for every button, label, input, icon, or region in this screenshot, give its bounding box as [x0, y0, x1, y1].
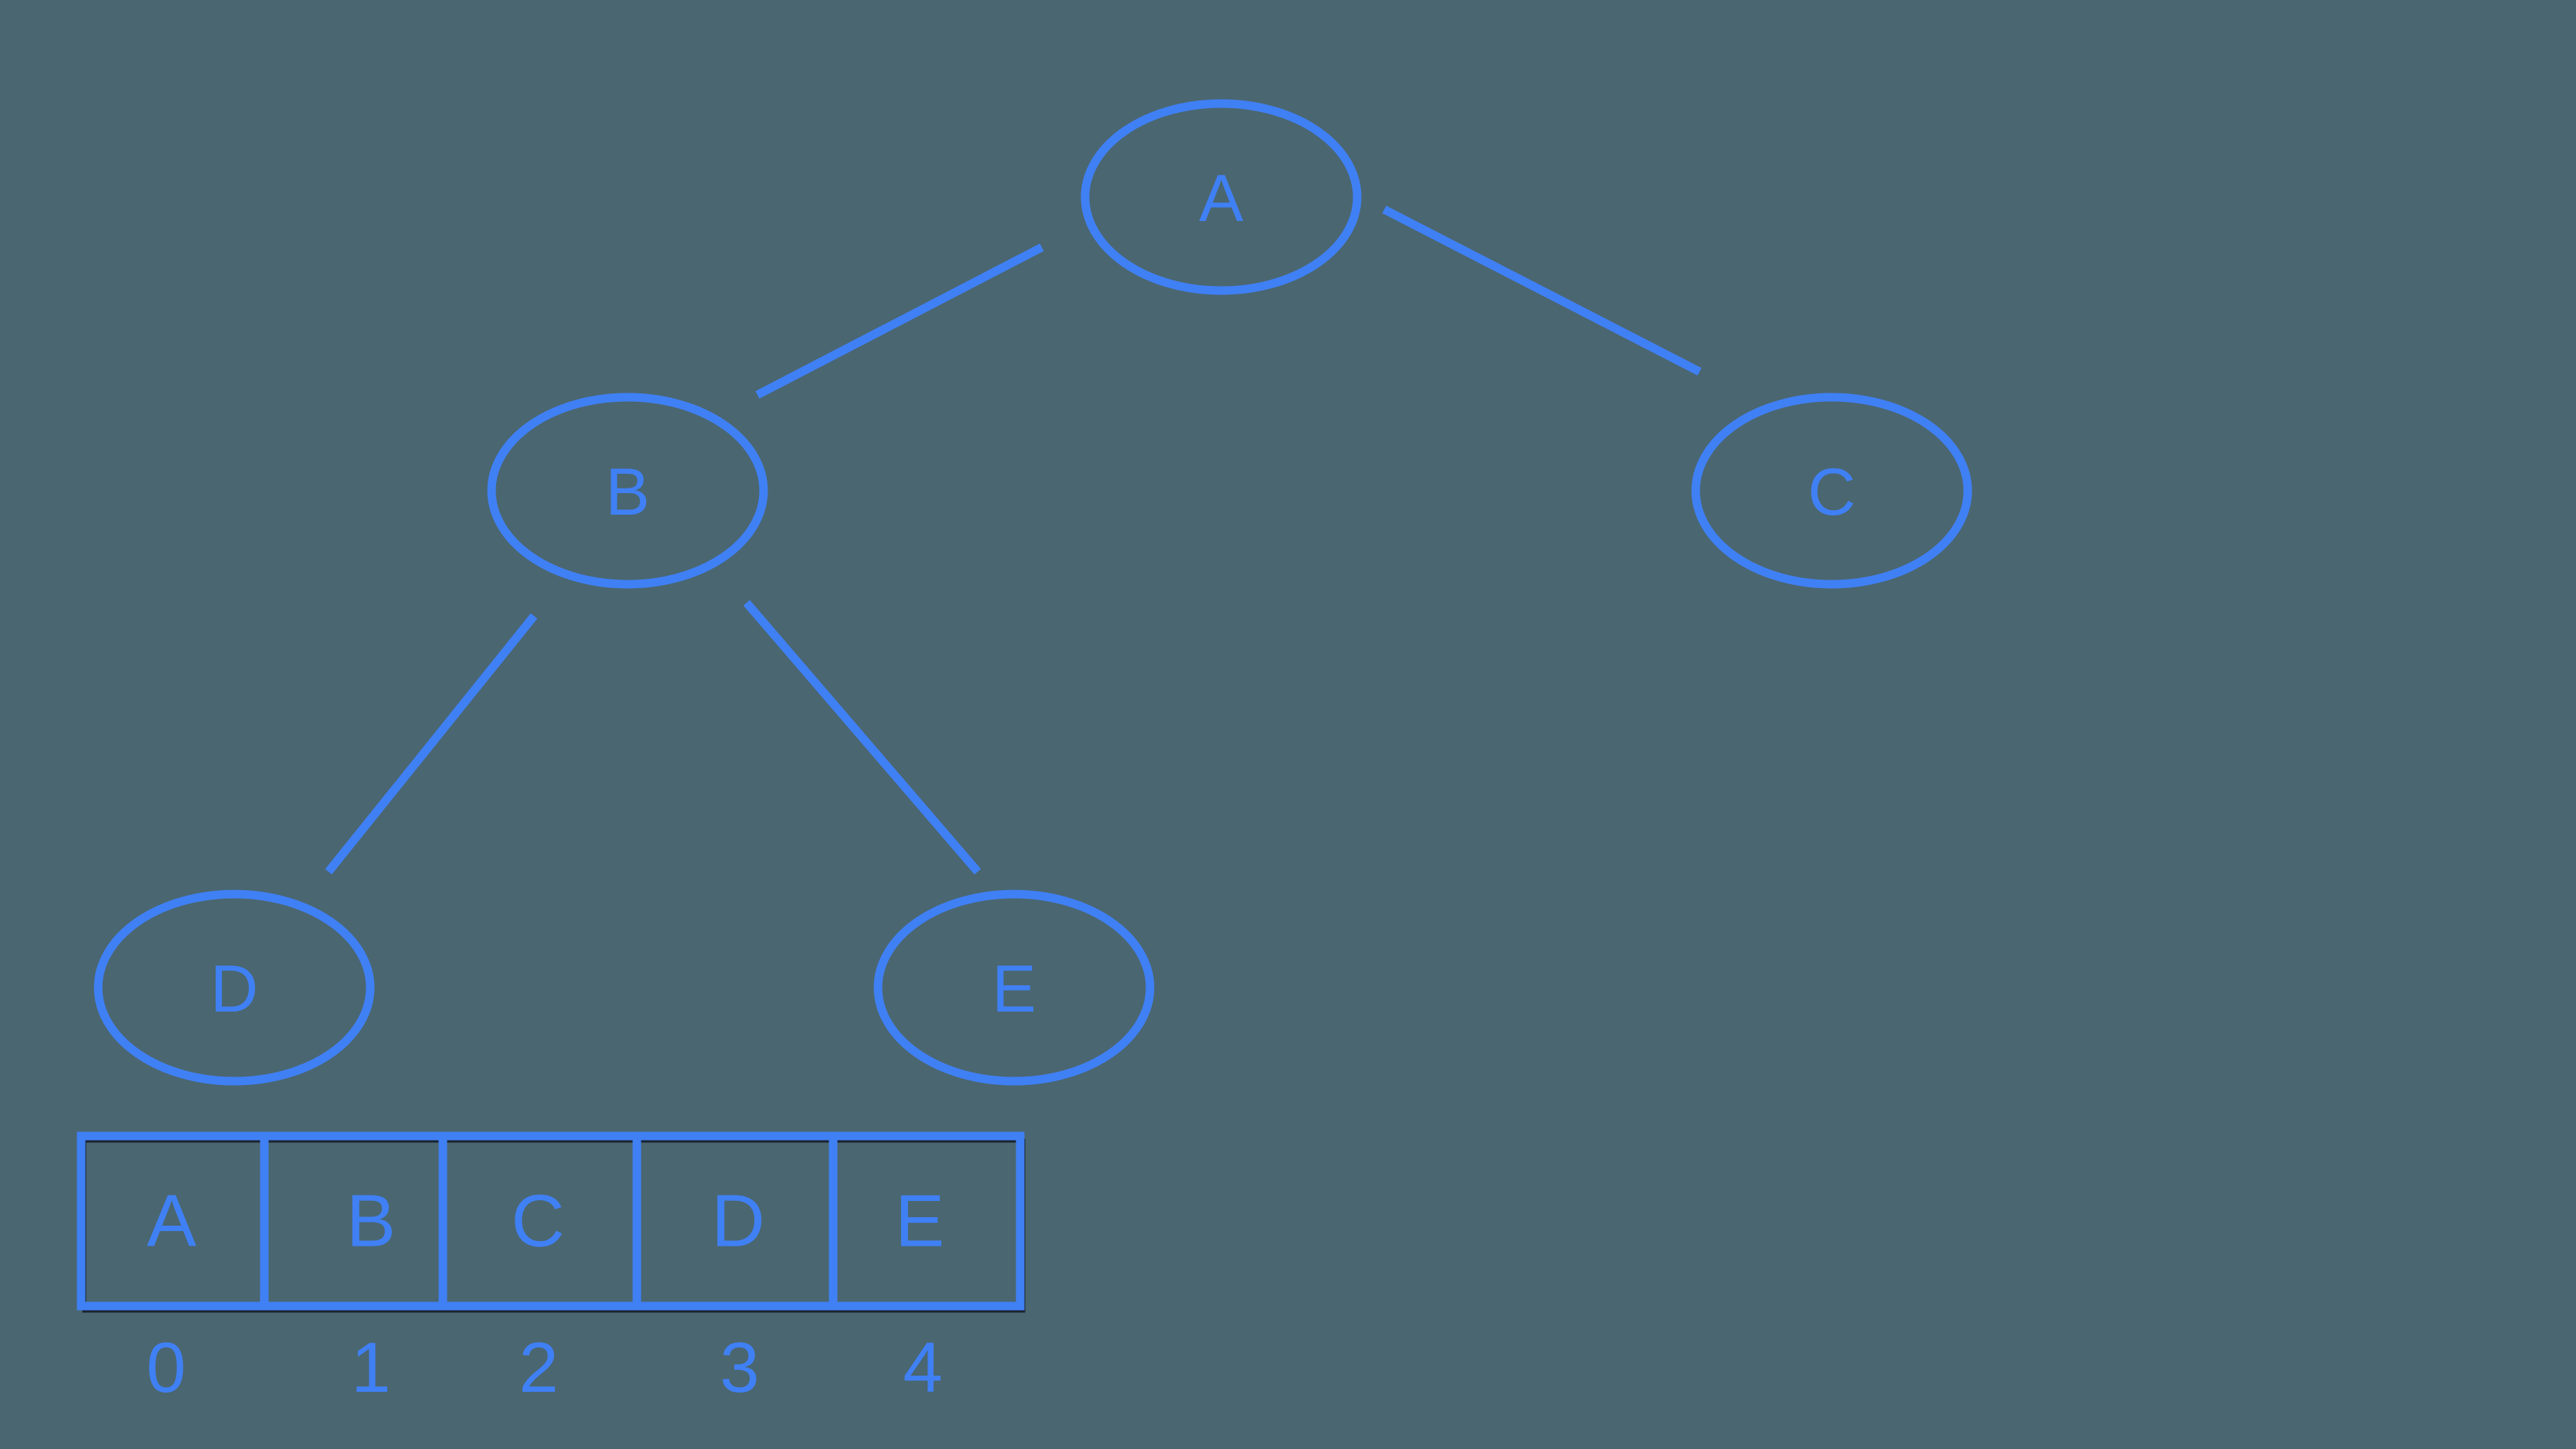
tree-node-c[interactable]: C — [1691, 393, 1972, 589]
array-index-label-3: 3 — [720, 1328, 759, 1407]
tree-edge-a-c — [1382, 206, 1702, 376]
array-outline — [77, 1131, 1025, 1311]
node-circle-a — [1080, 99, 1362, 295]
node-circle-c — [1691, 393, 1972, 589]
array-cell-value-2[interactable]: C — [511, 1180, 564, 1263]
node-circle-e — [873, 889, 1155, 1086]
array-cell-value-1[interactable]: B — [346, 1180, 396, 1263]
array-index-label-4: 4 — [903, 1328, 942, 1407]
node-label-c: C — [1808, 455, 1856, 529]
tree-node-a[interactable]: A — [1080, 99, 1362, 295]
tree-edge-b-d — [325, 613, 538, 875]
array-index-label-1: 1 — [351, 1328, 390, 1407]
tree-nodes: A B C D E — [94, 99, 1972, 1086]
array-index-label-2: 2 — [519, 1328, 558, 1407]
node-label-d: D — [210, 952, 258, 1026]
node-circle-b — [487, 393, 768, 589]
tree-edge-a-b — [755, 243, 1044, 399]
node-label-b: B — [605, 455, 649, 529]
array-cell-value-3[interactable]: D — [711, 1180, 764, 1263]
array-representation: A 0 B 1 C 2 D 3 E 4 — [77, 1131, 1026, 1407]
tree-edge-b-e — [743, 600, 982, 875]
tree-node-b[interactable]: B — [487, 393, 768, 589]
tree-edges — [325, 206, 1702, 875]
tree-node-d[interactable]: D — [94, 889, 375, 1086]
array-index-label-0: 0 — [146, 1328, 185, 1407]
node-circle-d — [94, 889, 375, 1086]
node-label-e: E — [992, 952, 1036, 1026]
tree-node-e[interactable]: E — [873, 889, 1155, 1086]
array-cell-value-4[interactable]: E — [895, 1180, 944, 1263]
array-cell-value-0[interactable]: A — [147, 1180, 196, 1263]
node-label-a: A — [1199, 162, 1244, 236]
